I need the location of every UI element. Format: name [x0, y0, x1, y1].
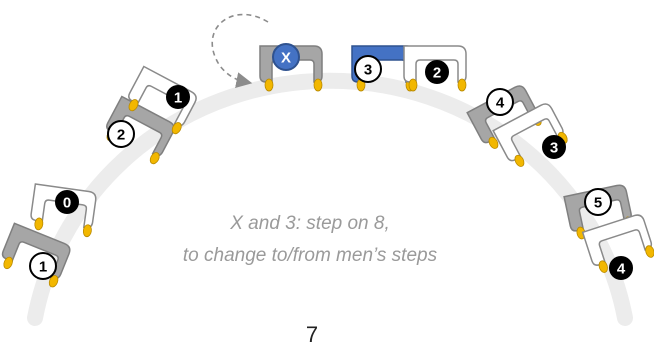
toe-marker	[82, 224, 92, 238]
caption-line-1: X and 3: step on 8,	[230, 213, 390, 234]
toe-marker	[128, 99, 139, 112]
step-badge-circle	[609, 256, 633, 280]
toe-marker	[488, 136, 499, 149]
toe-marker	[457, 78, 467, 92]
step-badge-circle	[354, 55, 382, 83]
toe-marker	[408, 78, 418, 92]
toe-marker	[313, 78, 323, 92]
step-badge: 5	[584, 188, 612, 216]
step-badge-circle	[272, 43, 300, 71]
step-badge-circle	[55, 190, 79, 214]
step-badge: X	[272, 43, 300, 71]
step-badge-label: 0	[63, 195, 71, 212]
step-badge-circle	[425, 60, 449, 84]
step-badge-label: 2	[117, 127, 125, 144]
beat-number: 7	[305, 322, 319, 347]
step-badge: 4	[486, 88, 514, 116]
caption-line-2: to change to/from men’s steps	[182, 245, 438, 266]
step-badge-label: 1	[39, 259, 47, 276]
step-badge-circle	[166, 85, 190, 109]
foot-p0-gray	[1, 222, 71, 288]
rotation-arrow	[211, 13, 269, 88]
step-badge-label: 3	[550, 140, 558, 157]
step-badge-circle	[29, 252, 57, 280]
step-badge: 0	[55, 190, 79, 214]
step-badge: 4	[609, 256, 633, 280]
foot-p4-white	[492, 103, 568, 167]
foot-p3-white	[403, 45, 467, 92]
toe-marker	[3, 256, 13, 270]
step-badge-circle	[107, 120, 135, 148]
toe-marker	[34, 217, 44, 231]
step-badge-label: 5	[594, 195, 602, 212]
step-badge: 3	[542, 135, 566, 159]
toe-marker	[264, 78, 274, 92]
foot-p5-white	[581, 214, 654, 273]
step-badge-circle	[486, 88, 514, 116]
step-badge-label: 1	[174, 90, 182, 107]
step-badge-circle	[542, 135, 566, 159]
step-badge: 1	[166, 85, 190, 109]
step-badge: 2	[107, 120, 135, 148]
step-badge-label: X	[281, 50, 291, 67]
step-badge-label: 3	[364, 62, 372, 79]
step-badge: 3	[354, 55, 382, 83]
toe-marker	[48, 275, 59, 288]
foot-p0-white	[30, 183, 97, 238]
step-badge-label: 2	[433, 65, 441, 82]
toe-marker	[171, 122, 182, 135]
step-badge: 2	[425, 60, 449, 84]
toe-marker	[514, 154, 525, 167]
step-badge: 1	[29, 252, 57, 280]
step-badge-circle	[584, 188, 612, 216]
step-badge-label: 4	[617, 261, 626, 278]
toe-marker	[149, 152, 160, 165]
step-badge-label: 4	[496, 95, 505, 112]
toe-marker	[598, 260, 608, 273]
